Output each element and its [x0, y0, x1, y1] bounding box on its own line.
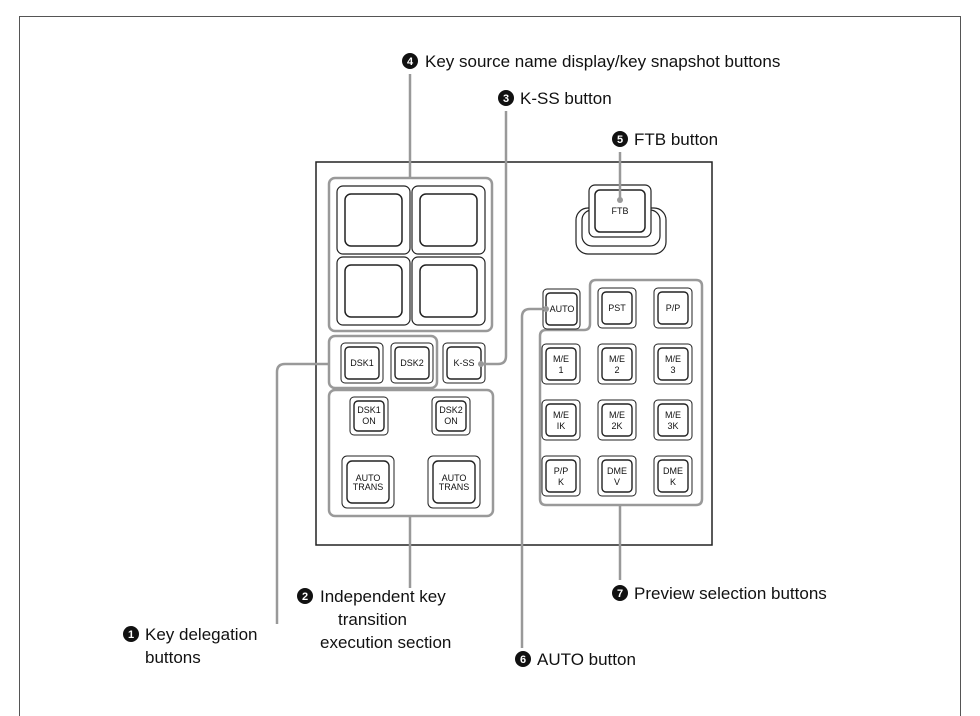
svg-text:M/E3K: M/E3K: [665, 410, 681, 431]
callout-2-label: Independent key transition execution sec…: [320, 587, 451, 652]
callout-6-label: AUTO button: [537, 650, 636, 669]
pp-label: P/P: [666, 303, 681, 313]
dsk2-label: DSK2: [400, 358, 424, 368]
key-source-display-button-3: [336, 256, 411, 326]
auto-trans-1-label-1: AUTO: [356, 473, 381, 483]
leader-6: [520, 307, 546, 648]
dsk1-label: DSK1: [350, 358, 374, 368]
leader-dots: [478, 197, 623, 367]
pst-button: PST: [597, 287, 637, 329]
svg-text:M/E3: M/E3: [665, 354, 681, 375]
dsk2-button: DSK2: [390, 342, 434, 384]
key-source-display-button-4: [411, 256, 486, 326]
callout-badge-1: 1: [123, 626, 139, 642]
callout-1-label: Key delegation buttons: [145, 625, 262, 667]
dsk2-on-label-2: ON: [444, 416, 458, 426]
callout-badge-5: 5: [612, 131, 628, 147]
pst-label: PST: [608, 303, 626, 313]
key-source-display-button-1: [336, 185, 411, 255]
callout-badge-7: 7: [612, 585, 628, 601]
svg-text:M/E1: M/E1: [553, 354, 569, 375]
dsk1-on-label-1: DSK1: [357, 405, 381, 415]
svg-text:7: 7: [617, 588, 623, 600]
leader-1: [275, 362, 329, 624]
svg-text:3: 3: [503, 93, 509, 105]
leader-lines: [275, 74, 622, 648]
callout-badge-4: 4: [402, 53, 418, 69]
auto-label: AUTO: [550, 304, 575, 314]
svg-text:4: 4: [407, 56, 414, 68]
preview-selection-group: [538, 278, 704, 507]
leader-3: [481, 111, 508, 366]
callout-badge-6: 6: [515, 651, 531, 667]
key-delegation-group: [327, 334, 439, 390]
callout-5-label: FTB button: [634, 130, 718, 149]
auto-trans-1-label-2: TRANS: [353, 482, 384, 492]
svg-text:M/E2K: M/E2K: [609, 410, 625, 431]
pp-button: P/P: [653, 287, 693, 329]
kss-button: K-SS: [442, 342, 486, 384]
svg-text:1: 1: [128, 629, 134, 641]
dsk1-on-label-2: ON: [362, 416, 376, 426]
svg-text:M/EIK: M/EIK: [553, 410, 569, 431]
key-source-display-button-2: [411, 185, 486, 255]
ftb-button[interactable]: FTB: [575, 184, 667, 255]
svg-text:M/E2: M/E2: [609, 354, 625, 375]
dsk2-on-label-1: DSK2: [439, 405, 463, 415]
ftb-label: FTB: [612, 206, 629, 216]
callout-7-label: Preview selection buttons: [634, 584, 827, 603]
svg-text:2: 2: [302, 591, 308, 603]
svg-text:5: 5: [617, 134, 623, 146]
svg-text:6: 6: [520, 654, 526, 666]
callout-4-label: Key source name display/key snapshot but…: [425, 52, 780, 71]
auto-trans-2-label-2: TRANS: [439, 482, 470, 492]
callout-3-label: K-SS button: [520, 89, 612, 108]
svg-text:P/PK: P/PK: [554, 466, 569, 487]
kss-label: K-SS: [453, 358, 474, 368]
auto-trans-2-label-1: AUTO: [442, 473, 467, 483]
auto-button: AUTO: [542, 288, 581, 330]
callout-badge-3: 3: [498, 90, 514, 106]
callout-badge-2: 2: [297, 588, 313, 604]
figure-frame: [19, 16, 961, 716]
dsk1-button: DSK1: [340, 342, 384, 384]
